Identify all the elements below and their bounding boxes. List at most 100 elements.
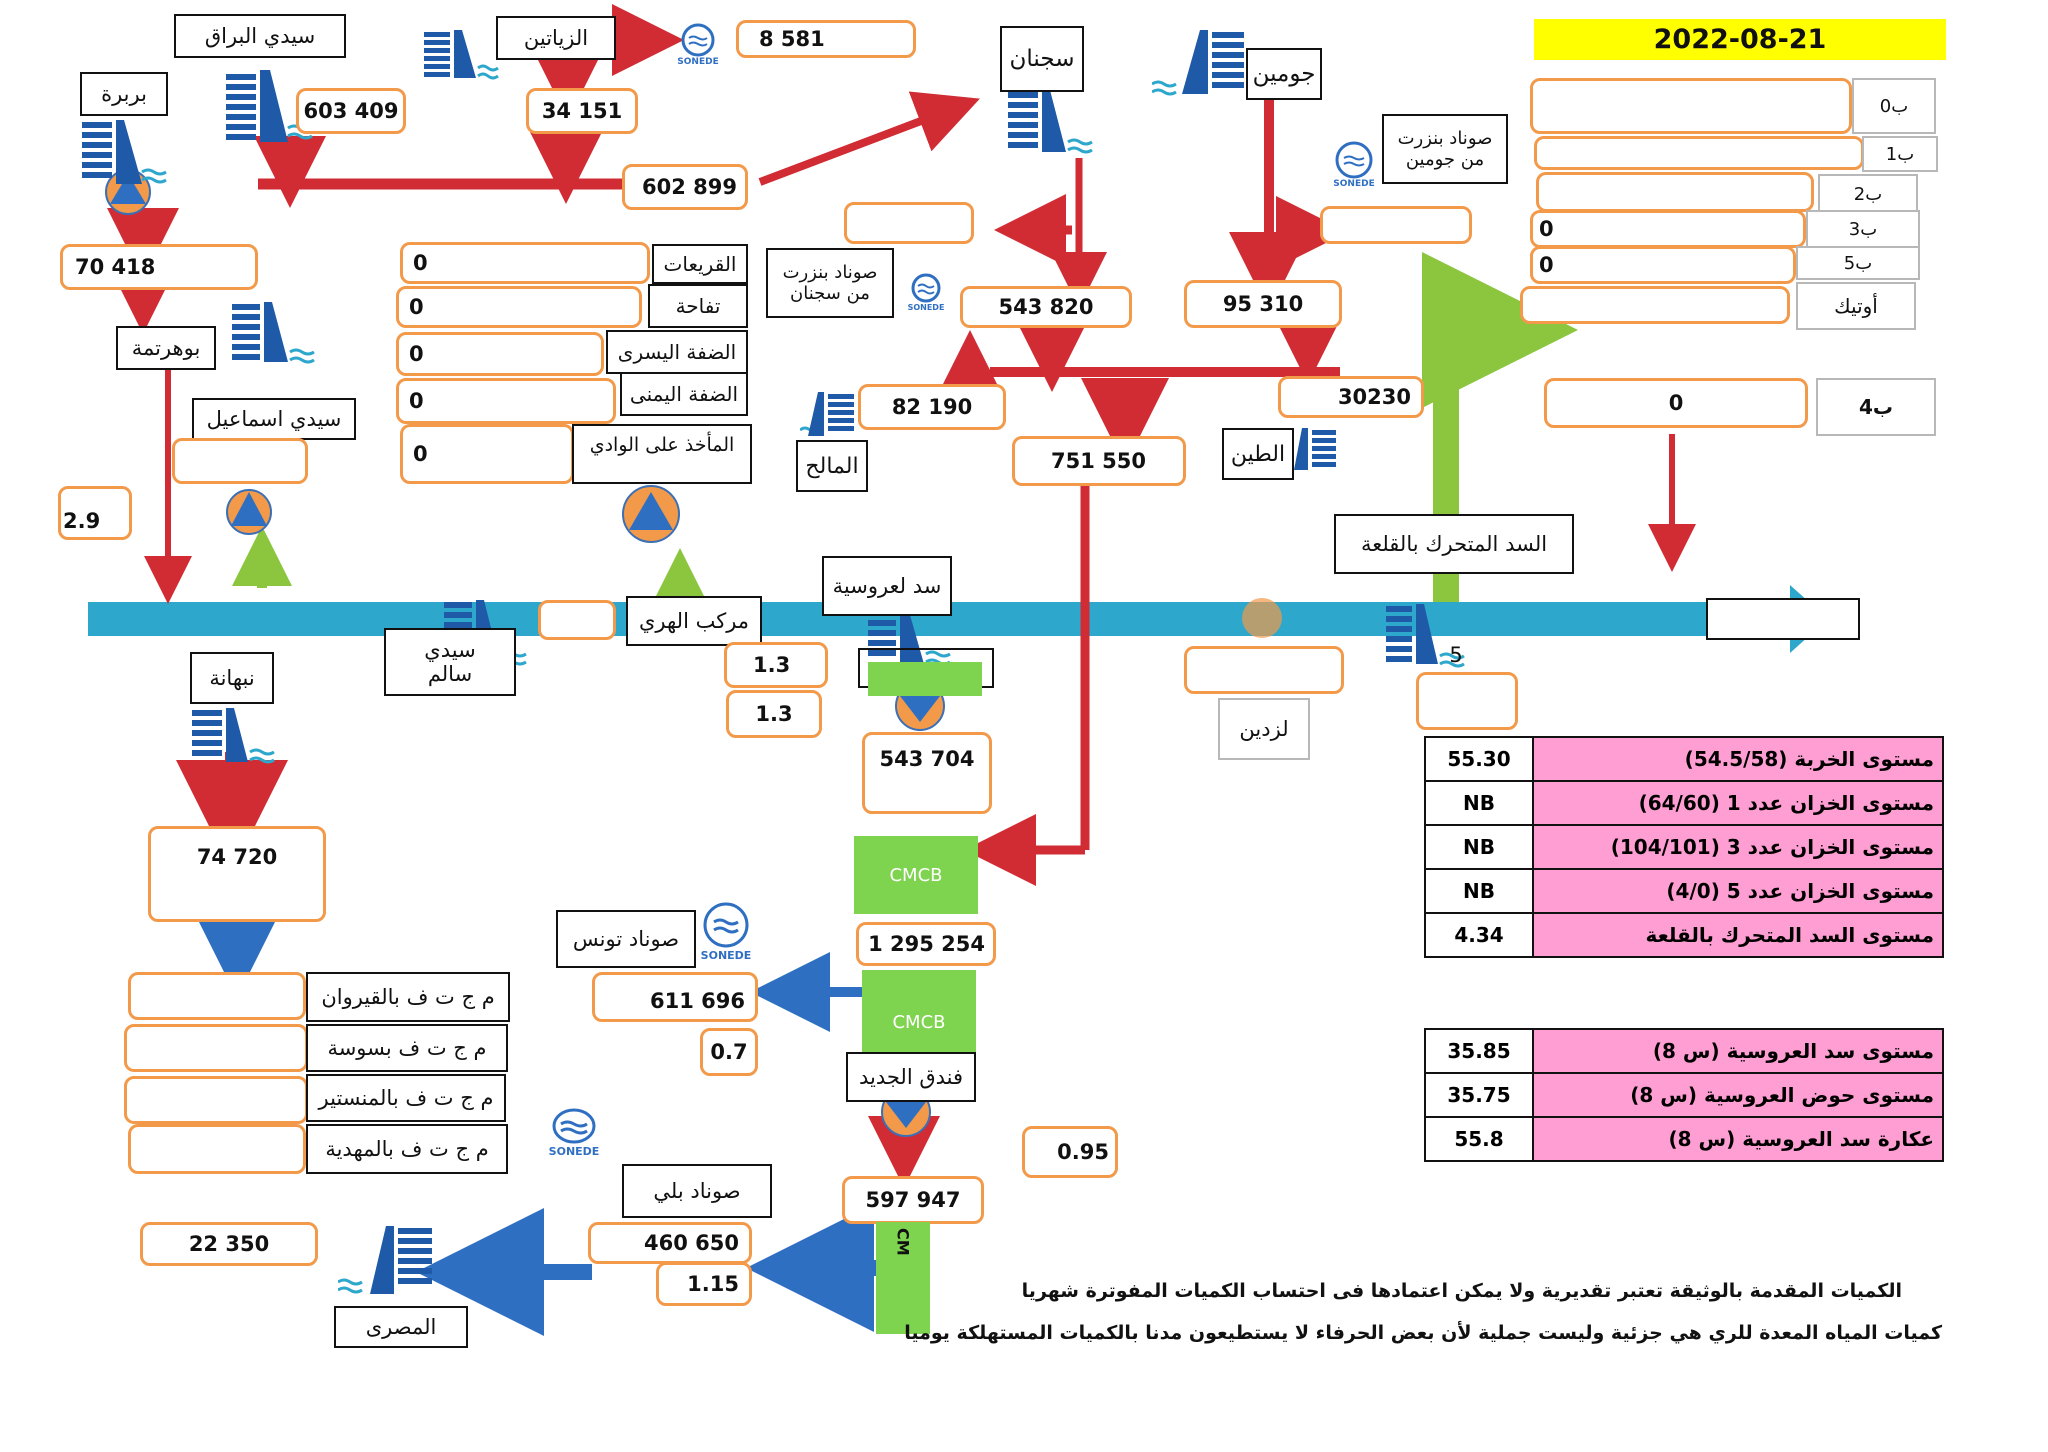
empty-box-mobile-dam [1416,672,1518,730]
value-5: 5 [1449,643,1463,667]
label-b1: ب1 [1862,136,1938,172]
value-22350: 22 350 [140,1222,318,1266]
label-sidi-ismail: سيدي اسماعيل [192,398,356,440]
value-460650: 460 650 [588,1222,752,1264]
dam-icon-barbara [82,120,167,184]
value-b4: 0 [1544,378,1808,428]
dam-icon-masri [338,1226,432,1294]
value-1-3-b: 1.3 [726,690,822,738]
level-value: NB [1424,824,1534,870]
label-masri: المصرى [334,1306,468,1348]
dam-icon-zitoun [424,30,499,80]
value-543704: 543 704 [862,732,992,814]
value-b3: 0 [1530,210,1806,248]
sonede-logo-sejnane: SONEDE [906,266,946,318]
label-right-bank: الضفة اليمنى [620,372,748,416]
cmcb-block-1: CMCB [854,836,978,914]
sonede-logo-text: SONEDE [677,57,719,67]
label-b0: ب0 [1852,78,1936,134]
empty-box-b0 [1530,78,1852,134]
label-lazdine: لزدين [1218,698,1310,760]
level-label: مستوى سد العروسية (س 8) [1532,1028,1944,1074]
value-1295254: 1 295 254 [856,922,996,966]
level-label: مستوى الخزان عدد 3 (104/101) [1532,824,1944,870]
empty-box-mahdia [128,1124,306,1174]
value-0-95: 0.95 [1022,1126,1118,1178]
value-74720: 74 720 [148,826,326,922]
cm-block: CM [876,1222,930,1334]
sonede-logo-tunis: SONEDE [698,896,754,966]
level-value: 35.75 [1424,1072,1534,1118]
level-value: 35.85 [1424,1028,1534,1074]
dam-icon-mobile-dam [1386,604,1465,668]
label-wadi-intake: المأخذ على الوادي [572,424,752,484]
level-label: مستوى الخربة (54.5/58) [1532,736,1944,782]
value-touffaha: 0 [396,286,642,328]
label-sonede-tunis: صوناد تونس [556,910,696,968]
value-751550: 751 550 [1012,436,1186,486]
label-mobile-dam-qalaa: السد المتحرك بالقلعة [1334,514,1574,574]
empty-box-sidi-ismail [172,438,308,484]
empty-box-b2 [1536,172,1814,212]
label-mahdia: م ج ت ف بالمهدية [306,1124,508,1174]
pump-icon-sidi-ismail [226,489,272,535]
level-label: عكارة سد العروسية (س 8) [1532,1116,1944,1162]
dam-icon-sejnane [1008,90,1093,154]
label-sousse: م ج ت ف بسوسة [306,1024,508,1072]
label-sonede-bizerte-joumine: صوناد بنزرت من جومين [1382,114,1508,184]
empty-box-outik [1520,286,1790,324]
label-zitoun: الزياتين [496,16,616,60]
value-1-15: 1.15 [656,1262,752,1306]
value-543820: 543 820 [960,286,1132,328]
value-70418: 70 418 [60,244,258,290]
lazdine-node [1242,598,1282,638]
sonede-logo-text: SONEDE [700,948,752,962]
level-value: NB [1424,868,1534,914]
value-left-bank: 0 [396,332,604,376]
empty-box-lazdine [1184,646,1344,694]
dam-icon-tine [1294,428,1336,470]
report-date: 2022-08-21 [1534,19,1946,60]
value-34151: 34 151 [526,88,638,134]
value-603409: 603 409 [296,88,406,134]
empty-box-river-left [538,600,616,640]
value-qariaat: 0 [400,242,650,284]
value-wadi-intake: 0 [400,424,574,484]
label-sidi-barrak: سيدي البراق [174,14,346,58]
level-value: 55.8 [1424,1116,1534,1162]
sonede-logo-top: SONEDE [676,18,720,72]
label-laaroussia-dam: سد لعروسية [822,556,952,616]
label-qariaat: القريعات [652,244,748,284]
label-bouhertma: بوهرتمة [116,326,216,370]
label-monastir: م ج ت ف بالمنستير [306,1074,506,1122]
label-b3: ب3 [1806,210,1920,248]
empty-box-joumine-right [1320,206,1472,244]
footnote-2: كميات المياه المعدة للري هي جزئية وليست … [904,1322,1942,1344]
label-harhi-complex: مركب الهري [626,596,762,646]
level-label: مستوى الخزان عدد 1 (64/60) [1532,780,1944,826]
green-block-laaroussia [868,662,982,696]
footnote-1: الكميات المقدمة بالوثيقة تعتبر تقديرية و… [1021,1280,1902,1302]
sonede-logo-text: SONEDE [548,1144,600,1158]
label-tine: الطين [1222,428,1294,480]
value-2-9: 2.9 [58,486,132,540]
label-outik: أوتيك [1796,282,1916,330]
cm-label: CM [893,1228,913,1256]
label-sonede-bizerte-sejnane: صوناد بنزرت من سجنان [766,248,894,318]
green-bypass [1422,252,1578,602]
sonede-icon [703,902,749,947]
label-sidi-salem: سيدي سالم [384,628,516,696]
label-touffaha: تفاحة [648,284,748,328]
dam-icon-bouhertma [232,302,315,364]
value-0-7: 0.7 [700,1028,758,1076]
value-82190: 82 190 [858,384,1006,430]
pump-icon-wadi [622,485,680,543]
label-fondouk-jedid: فندق الجديد [846,1052,976,1102]
